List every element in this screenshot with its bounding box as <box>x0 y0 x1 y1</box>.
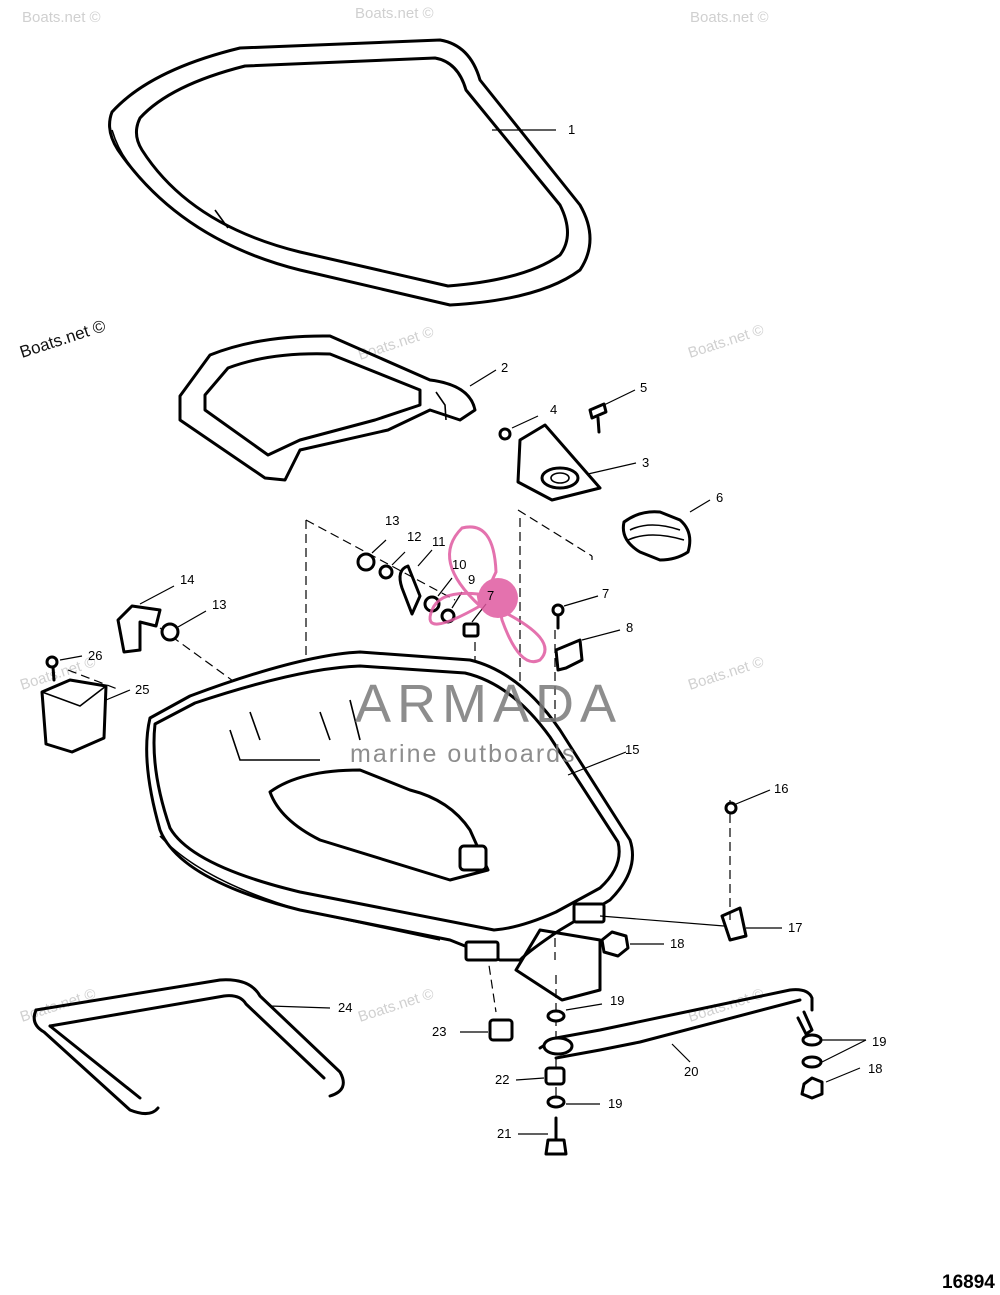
part-8-bracket <box>554 629 621 672</box>
part-18-nut-lower <box>800 1067 861 1100</box>
callout-7-left: 7 <box>487 588 494 603</box>
watermark: Boats.net © <box>686 653 766 693</box>
callout-9: 9 <box>468 572 475 587</box>
propeller-logo-icon <box>428 525 547 663</box>
watermark: Boats.net © <box>690 9 769 26</box>
callout-6: 6 <box>716 490 723 505</box>
watermark: Boats.net © <box>18 653 98 693</box>
part-26-screw <box>45 655 83 682</box>
callout-24: 24 <box>338 1000 352 1015</box>
part-19-washer-top <box>546 1003 603 1023</box>
callout-10: 10 <box>452 557 466 572</box>
watermark: Boats.net © <box>355 5 434 22</box>
part-19-washers-right <box>801 1033 867 1069</box>
part-16-screw <box>724 789 771 815</box>
callout-8: 8 <box>626 620 633 635</box>
part-13-knob <box>160 610 207 642</box>
armada-logo: ARMADA marine outboards <box>350 525 622 768</box>
part-25-cover <box>40 678 131 754</box>
part-7-screw-right <box>551 595 599 630</box>
callout-19-right: 19 <box>872 1034 886 1049</box>
diagram-id: 16894 <box>942 1272 995 1293</box>
part-2-frame <box>178 334 497 482</box>
callout-25: 25 <box>135 682 149 697</box>
callout-19-top: 19 <box>610 993 624 1008</box>
part-23-grommet <box>460 1018 514 1042</box>
callout-17: 17 <box>788 920 802 935</box>
part-6-grommet <box>621 499 711 562</box>
part-19-washer-lower <box>546 1095 600 1109</box>
part-3-bracket <box>516 423 637 502</box>
callout-2: 2 <box>501 360 508 375</box>
watermark: Boats.net © <box>356 985 436 1025</box>
callout-7-right: 7 <box>602 586 609 601</box>
callout-labels: 1 2 3 4 5 6 7 7 8 9 10 11 12 13 13 14 15… <box>88 122 886 1141</box>
part-15-bottom-cowl <box>145 650 634 1002</box>
callout-3: 3 <box>642 455 649 470</box>
callout-14: 14 <box>180 572 194 587</box>
callout-13-top: 13 <box>385 513 399 528</box>
part-5-screw <box>588 389 636 434</box>
watermark: Boats.net © <box>686 321 766 361</box>
part-22-spacer <box>515 1066 566 1086</box>
part-12-washer <box>378 551 406 580</box>
part-13-nut <box>356 539 387 572</box>
brand-tagline: marine outboards <box>350 740 577 768</box>
callout-16: 16 <box>774 781 788 796</box>
callout-21: 21 <box>497 1126 511 1141</box>
callout-19-lower: 19 <box>608 1096 622 1111</box>
part-18-nut-upper <box>600 930 664 958</box>
part-20-rod <box>538 988 814 1063</box>
callout-12: 12 <box>407 529 421 544</box>
callout-11: 11 <box>432 534 446 549</box>
watermark: Boats.net © <box>22 9 101 26</box>
callout-4: 4 <box>550 402 557 417</box>
part-17-clip <box>599 906 782 942</box>
part-21-bolt <box>518 1116 568 1156</box>
callout-20: 20 <box>684 1064 698 1079</box>
watermark: Boats.net © <box>356 323 436 363</box>
callout-1: 1 <box>568 122 575 137</box>
callout-22: 22 <box>495 1072 509 1087</box>
callout-13-knob: 13 <box>212 597 226 612</box>
watermark: Boats.net © <box>17 316 108 362</box>
part-4-screw <box>498 415 539 441</box>
callout-26: 26 <box>88 648 102 663</box>
part-11-clip <box>398 549 433 616</box>
brand-name: ARMADA <box>355 674 622 734</box>
callout-18-upper: 18 <box>670 936 684 951</box>
callout-18-lower: 18 <box>868 1061 882 1076</box>
callout-15: 15 <box>625 742 639 757</box>
callout-5: 5 <box>640 380 647 395</box>
part-1-top-seal <box>108 38 592 307</box>
part-24-bumper <box>32 978 345 1115</box>
callout-23: 23 <box>432 1024 446 1039</box>
part-14-bracket <box>116 585 175 654</box>
